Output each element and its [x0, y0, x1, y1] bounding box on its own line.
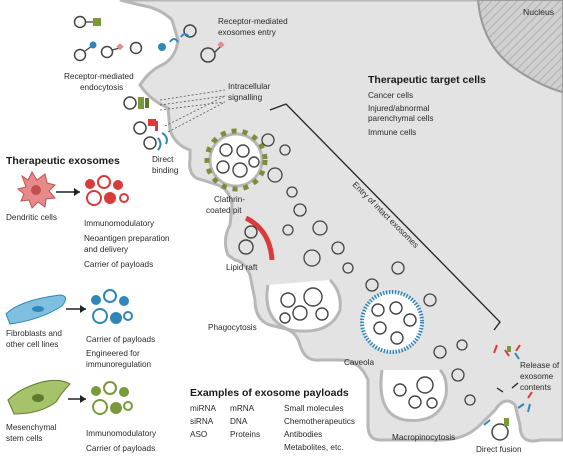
payload-item: Antibodies: [284, 430, 322, 439]
source-name: other cell lines: [6, 340, 58, 349]
target-cells-block: Therapeutic target cells Cancer cells In…: [368, 74, 486, 137]
lipid-raft-label: Lipid raft: [226, 263, 258, 272]
clathrin-label: coated pit: [206, 206, 242, 215]
msc-row: Mesenchymal stem cells Immunomodulatory …: [6, 379, 157, 453]
receptor-entry-label: Receptor-mediated: [218, 17, 288, 26]
payload-item: Proteins: [230, 430, 260, 439]
release-label: Release of: [520, 361, 560, 370]
signalling-label: signalling: [228, 93, 263, 102]
release-label: exosome: [520, 372, 554, 381]
payload-item: mRNA: [230, 404, 255, 413]
source-function: Neoantigen preparation: [84, 234, 170, 243]
source-name: Fibroblasts and: [6, 329, 62, 338]
direct-fusion-group: Release of exosome contents Direct fusio…: [476, 344, 560, 454]
caveola-label: Caveola: [344, 358, 374, 367]
source-function: immunoregulation: [86, 360, 152, 369]
source-function: Carrier of payloads: [84, 260, 153, 269]
receptor-endocytosis-label: Receptor-mediated: [64, 72, 134, 81]
dendritic-cell-icon: [16, 170, 56, 209]
target-cell-body: [119, 0, 563, 443]
payload-item: Chemotherapeutics: [284, 417, 355, 426]
lipid-raft: Lipid raft: [226, 215, 275, 272]
therapeutic-exosomes-title: Therapeutic exosomes: [6, 155, 120, 167]
payload-item: siRNA: [190, 417, 214, 426]
fibroblast-icon: [5, 294, 66, 325]
phagocytosis-pocket: [265, 278, 342, 333]
receptor-endocytosis-group: Receptor-mediated endocytosis: [64, 15, 143, 92]
source-name: Dendritic cells: [6, 213, 57, 222]
payload-item: Small molecules: [284, 404, 344, 413]
receptor-endocytosis-label: endocytosis: [80, 83, 123, 92]
source-function: Carrier of payloads: [86, 444, 155, 453]
intracellular-vesicles: [261, 133, 476, 406]
direct-fusion-label: Direct fusion: [476, 445, 522, 454]
payloads-title: Examples of exosome payloads: [190, 387, 349, 399]
payload-item: DNA: [230, 417, 248, 426]
source-function: Engineered for: [86, 349, 140, 358]
clathrin-label: Clathrin-: [214, 195, 245, 204]
source-function: Immunomodulatory: [86, 429, 157, 438]
source-function: and delivery: [84, 245, 129, 254]
clathrin-pit: Clathrin- coated pit: [204, 128, 268, 215]
source-name: stem cells: [6, 434, 42, 443]
target-item: Injured/abnormal: [368, 104, 430, 113]
target-item: Cancer cells: [368, 91, 413, 100]
phagocytosis-label: Phagocytosis: [208, 323, 257, 332]
direct-binding-label: Direct: [152, 155, 174, 164]
msc-icon: [7, 379, 71, 415]
macropinocytosis-label: Macropinocytosis: [392, 433, 455, 442]
signalling-label: Intracellular: [228, 82, 271, 91]
caveola: Caveola: [344, 290, 424, 367]
release-label: contents: [520, 383, 551, 392]
receptor-entry-group: Receptor-mediated exosomes entry: [158, 17, 288, 63]
source-function: Carrier of payloads: [86, 335, 155, 344]
fibroblast-row: Fibroblasts and other cell lines Carrier…: [5, 289, 155, 369]
direct-binding-label: binding: [152, 166, 179, 175]
nucleus-label: Nucleus: [523, 7, 554, 17]
target-cells-title: Therapeutic target cells: [368, 74, 486, 86]
source-function: Immunomodulatory: [84, 219, 155, 228]
target-item: parenchymal cells: [368, 114, 434, 123]
phagocytosis-exosomes: Phagocytosis: [208, 287, 329, 332]
nucleus: Nucleus: [476, 0, 563, 94]
target-item: Immune cells: [368, 128, 416, 137]
source-name: Mesenchymal: [6, 423, 57, 432]
payload-item: miRNA: [190, 404, 216, 413]
dendritic-row: Dendritic cells Immunomodulatory Neoanti…: [6, 170, 170, 269]
payload-item: Metabolites, etc.: [284, 443, 344, 452]
receptor-entry-label: exosomes entry: [218, 28, 277, 37]
payload-item: ASO: [190, 430, 207, 439]
macropinocytosis-exosomes: Macropinocytosis: [392, 376, 455, 442]
signalling-group: Intracellular signalling Direct binding: [123, 82, 271, 175]
payloads-block: Examples of exosome payloads miRNA siRNA…: [190, 387, 355, 452]
macropinocytosis-pocket: [379, 368, 448, 422]
